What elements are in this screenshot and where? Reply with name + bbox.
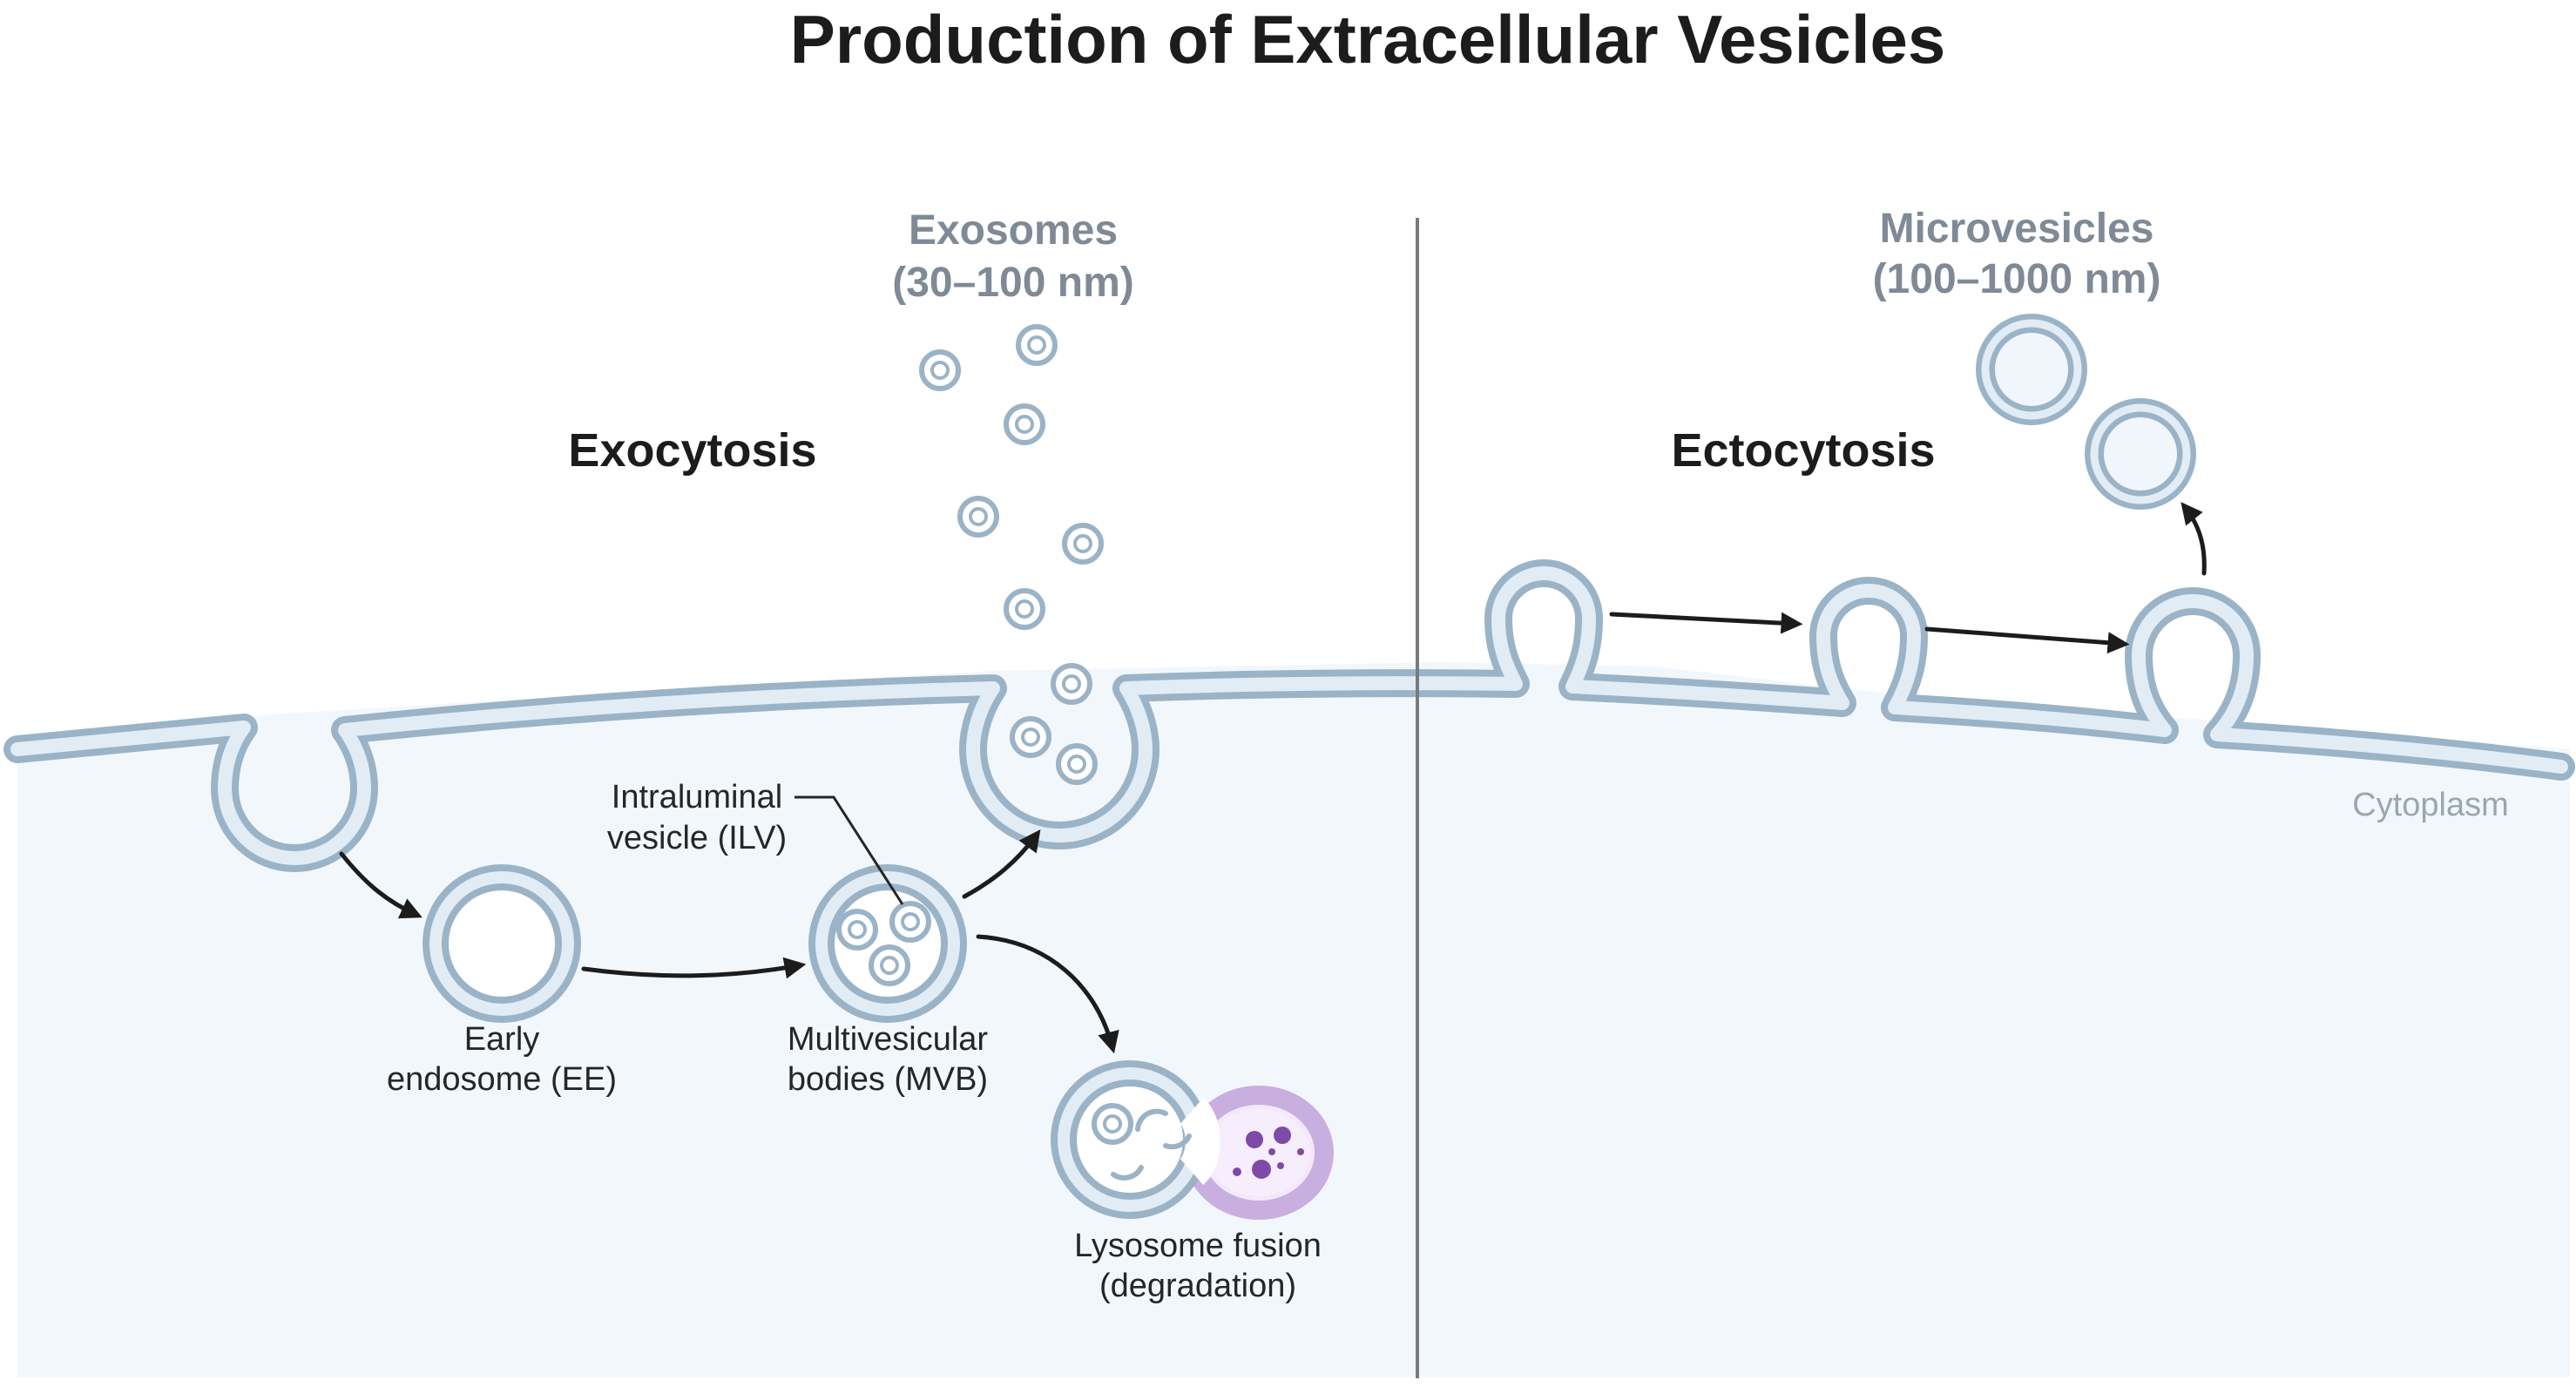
exosome bbox=[1010, 716, 1051, 758]
mvb-label-line2: bodies (MVB) bbox=[788, 1061, 988, 1098]
section-exocytosis: Exocytosis bbox=[568, 424, 816, 477]
lysosome-label-line1: Lysosome fusion bbox=[1074, 1228, 1322, 1264]
cytoplasm-region bbox=[17, 662, 2570, 1377]
ilv-label: Intraluminal vesicle (ILV) bbox=[607, 779, 787, 856]
intraluminal-vesicle bbox=[836, 909, 878, 951]
early-endosome bbox=[423, 864, 581, 1023]
exosomes-label: Exosomes bbox=[909, 207, 1118, 254]
arrow-mvb-to-lysosome bbox=[976, 934, 1119, 1054]
mvb-label-line1: Multivesicular bbox=[788, 1021, 989, 1058]
exosome bbox=[957, 496, 999, 538]
ilv-leader-line bbox=[794, 795, 904, 905]
microvesicles-heading: Microvesicles (100–1000 nm) bbox=[1873, 206, 2161, 302]
lysosome-enzymes bbox=[1233, 1127, 1304, 1179]
lysosome-label: Lysosome fusion (degradation) bbox=[1074, 1228, 1322, 1304]
intraluminal-vesicle bbox=[869, 944, 910, 986]
microvesicles-size-label: (100–1000 nm) bbox=[1873, 256, 2161, 302]
arrow-mvb-to-exocytosis bbox=[962, 829, 1041, 899]
released-exosomes bbox=[919, 324, 1104, 705]
exosome bbox=[1062, 523, 1104, 565]
intraluminal-vesicle bbox=[1092, 1103, 1133, 1145]
section-ectocytosis: Ectocytosis bbox=[1671, 424, 1935, 477]
exosome bbox=[919, 349, 961, 391]
exosome bbox=[1004, 403, 1045, 445]
exosome bbox=[1016, 324, 1058, 366]
arrow-bud-to-microvesicle bbox=[2180, 502, 2207, 576]
diagram-title: Production of Extracellular Vesicles bbox=[790, 1, 1946, 78]
arrow-bud-1-to-2 bbox=[1609, 612, 1803, 634]
multivesicular-body bbox=[808, 864, 967, 1023]
pathway-arrows bbox=[339, 502, 2207, 1054]
exosomes-size-label: (30–100 nm) bbox=[892, 260, 1133, 306]
released-microvesicles bbox=[1976, 314, 2196, 510]
degraded-vesicle bbox=[1111, 1165, 1144, 1181]
ilv-label-line1: Intraluminal bbox=[612, 779, 782, 815]
intraluminal-vesicle bbox=[889, 901, 931, 943]
exosome bbox=[1004, 588, 1045, 630]
arrow-endocytosis-to-ee bbox=[339, 851, 423, 919]
microvesicle bbox=[1976, 314, 2087, 425]
exosomes-heading: Exosomes (30–100 nm) bbox=[892, 207, 1133, 306]
microvesicle bbox=[2085, 398, 2196, 510]
early-endosome-label: Early endosome (EE) bbox=[387, 1021, 617, 1098]
arrow-ee-to-mvb bbox=[581, 957, 807, 979]
pocket-exosomes bbox=[1010, 716, 1098, 785]
early-endosome-label-line2: endosome (EE) bbox=[387, 1061, 617, 1098]
arrow-bud-2-to-3 bbox=[1924, 626, 2130, 654]
degraded-vesicle bbox=[1163, 1133, 1192, 1150]
microvesicles-label: Microvesicles bbox=[1880, 206, 2154, 252]
early-endosome-label-line1: Early bbox=[464, 1021, 540, 1058]
plasma-membrane bbox=[3, 559, 2575, 872]
lysosome-label-line2: (degradation) bbox=[1099, 1268, 1296, 1304]
exosome bbox=[1056, 743, 1098, 785]
exosome bbox=[1051, 663, 1092, 705]
ilv-label-line2: vesicle (ILV) bbox=[607, 820, 787, 856]
cytoplasm-label: Cytoplasm bbox=[2352, 787, 2509, 823]
lysosome-fusion bbox=[1051, 1060, 1334, 1220]
mvb-label: Multivesicular bodies (MVB) bbox=[788, 1021, 989, 1098]
degraded-vesicle bbox=[1135, 1108, 1168, 1132]
